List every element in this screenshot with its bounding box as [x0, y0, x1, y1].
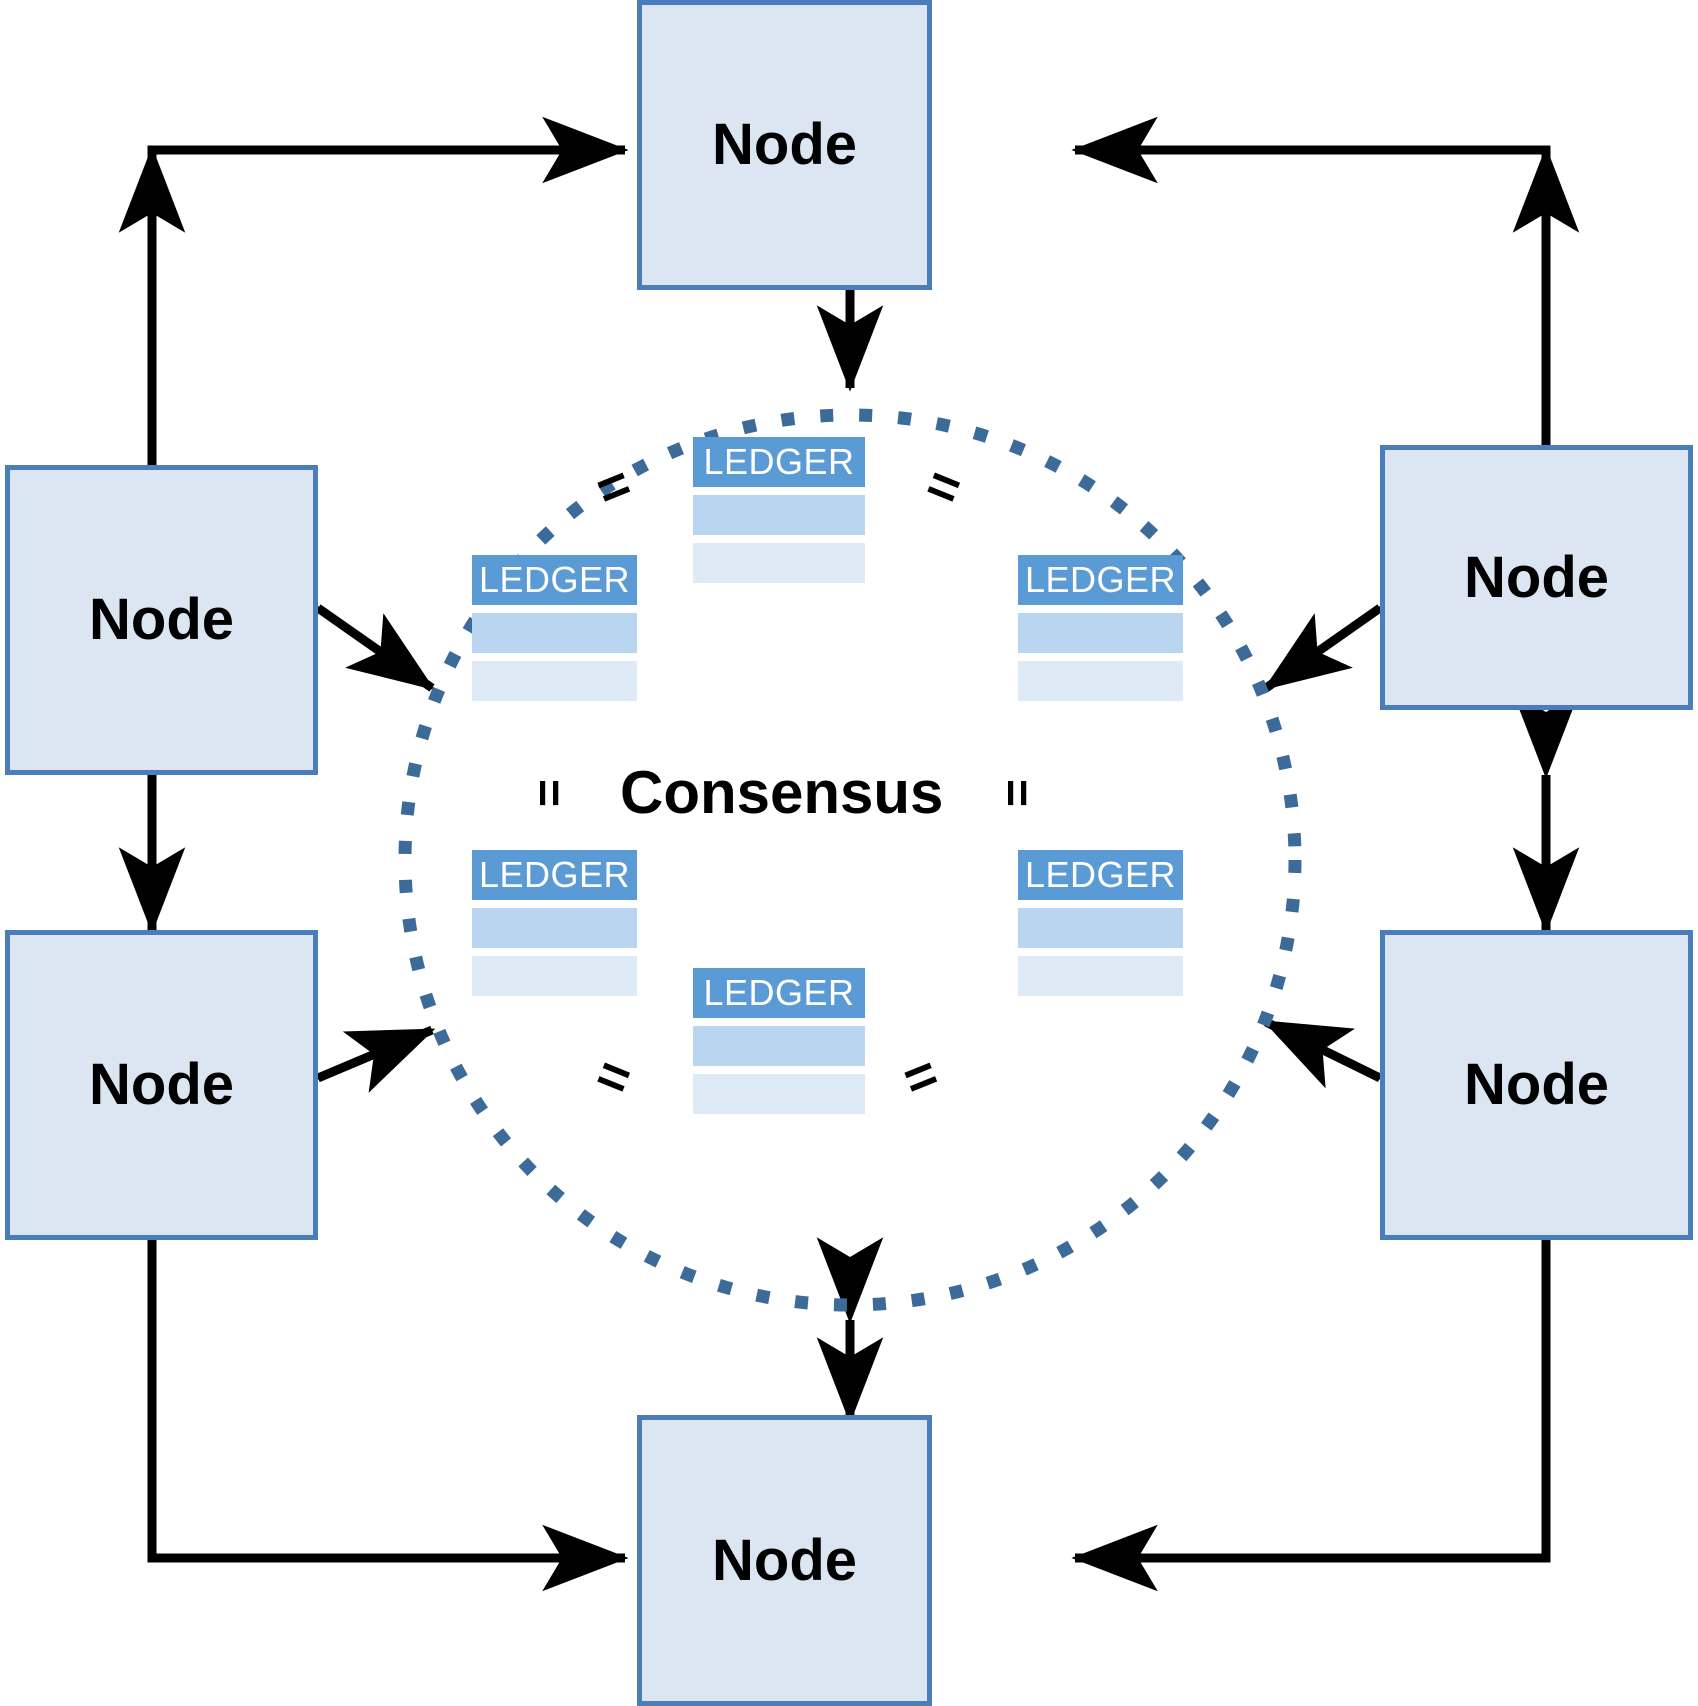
node-label: Node [1464, 544, 1609, 610]
connector-rightlower-center [1262, 1017, 1469, 1145]
ledger-right-upper[interactable]: LEDGER [1018, 555, 1183, 701]
equals-mark-bottom-right: = [894, 1043, 947, 1111]
ledger-header: LEDGER [472, 850, 637, 900]
ledger-header: LEDGER [693, 968, 865, 1018]
connector-bottomleft [147, 1238, 629, 1592]
equals-mark-top-right: = [917, 453, 970, 521]
ledger-row [472, 661, 637, 701]
connector-topright [1071, 116, 1551, 468]
ledger-right-lower[interactable]: LEDGER [1018, 850, 1183, 996]
ledger-header: LEDGER [472, 555, 637, 605]
node-label: Node [89, 587, 234, 652]
equals-mark-mid-right: = [990, 778, 1044, 806]
ledger-row [1018, 908, 1183, 948]
ledger-row [693, 495, 865, 535]
node-box-bottom[interactable]: Node [637, 1415, 932, 1706]
node-label: Node [712, 112, 857, 177]
connector-topleft [147, 116, 629, 468]
node-box-top[interactable]: Node [637, 0, 932, 290]
node-label: Node [89, 1052, 234, 1117]
ledger-row [693, 543, 865, 583]
ledger-header: LEDGER [693, 437, 865, 487]
ledger-left-lower[interactable]: LEDGER [472, 850, 637, 996]
connector-leftupper-center [231, 533, 435, 692]
node-box-right-upper[interactable]: Node [1380, 445, 1693, 710]
equals-mark-top-left: = [587, 453, 640, 521]
ledger-header: LEDGER [1018, 555, 1183, 605]
node-box-right-lower[interactable]: Node [1380, 930, 1693, 1240]
ledger-header: LEDGER [1018, 850, 1183, 900]
connector-leftlower-center [228, 1025, 436, 1141]
equals-mark-mid-left: = [522, 778, 576, 806]
ledger-row [1018, 956, 1183, 996]
node-box-left-lower[interactable]: Node [5, 930, 318, 1240]
node-label: Node [1464, 1052, 1609, 1117]
consensus-label: Consensus [620, 759, 944, 826]
node-label: Node [712, 1527, 857, 1593]
ledger-left-upper[interactable]: LEDGER [472, 555, 637, 701]
ledger-row [1018, 661, 1183, 701]
ledger-row [693, 1074, 865, 1114]
ledger-top[interactable]: LEDGER [693, 437, 865, 583]
ledger-bottom[interactable]: LEDGER [693, 968, 865, 1114]
ledger-row [472, 956, 637, 996]
ledger-row [472, 908, 637, 948]
ledger-row [693, 1026, 865, 1066]
equals-mark-bottom-left: = [587, 1043, 640, 1111]
ledger-row [1018, 613, 1183, 653]
connector-bottomright [1071, 1238, 1551, 1592]
ledger-row [472, 613, 637, 653]
connector-rightupper-center [1263, 533, 1467, 692]
node-box-left-upper[interactable]: Node [5, 465, 318, 775]
